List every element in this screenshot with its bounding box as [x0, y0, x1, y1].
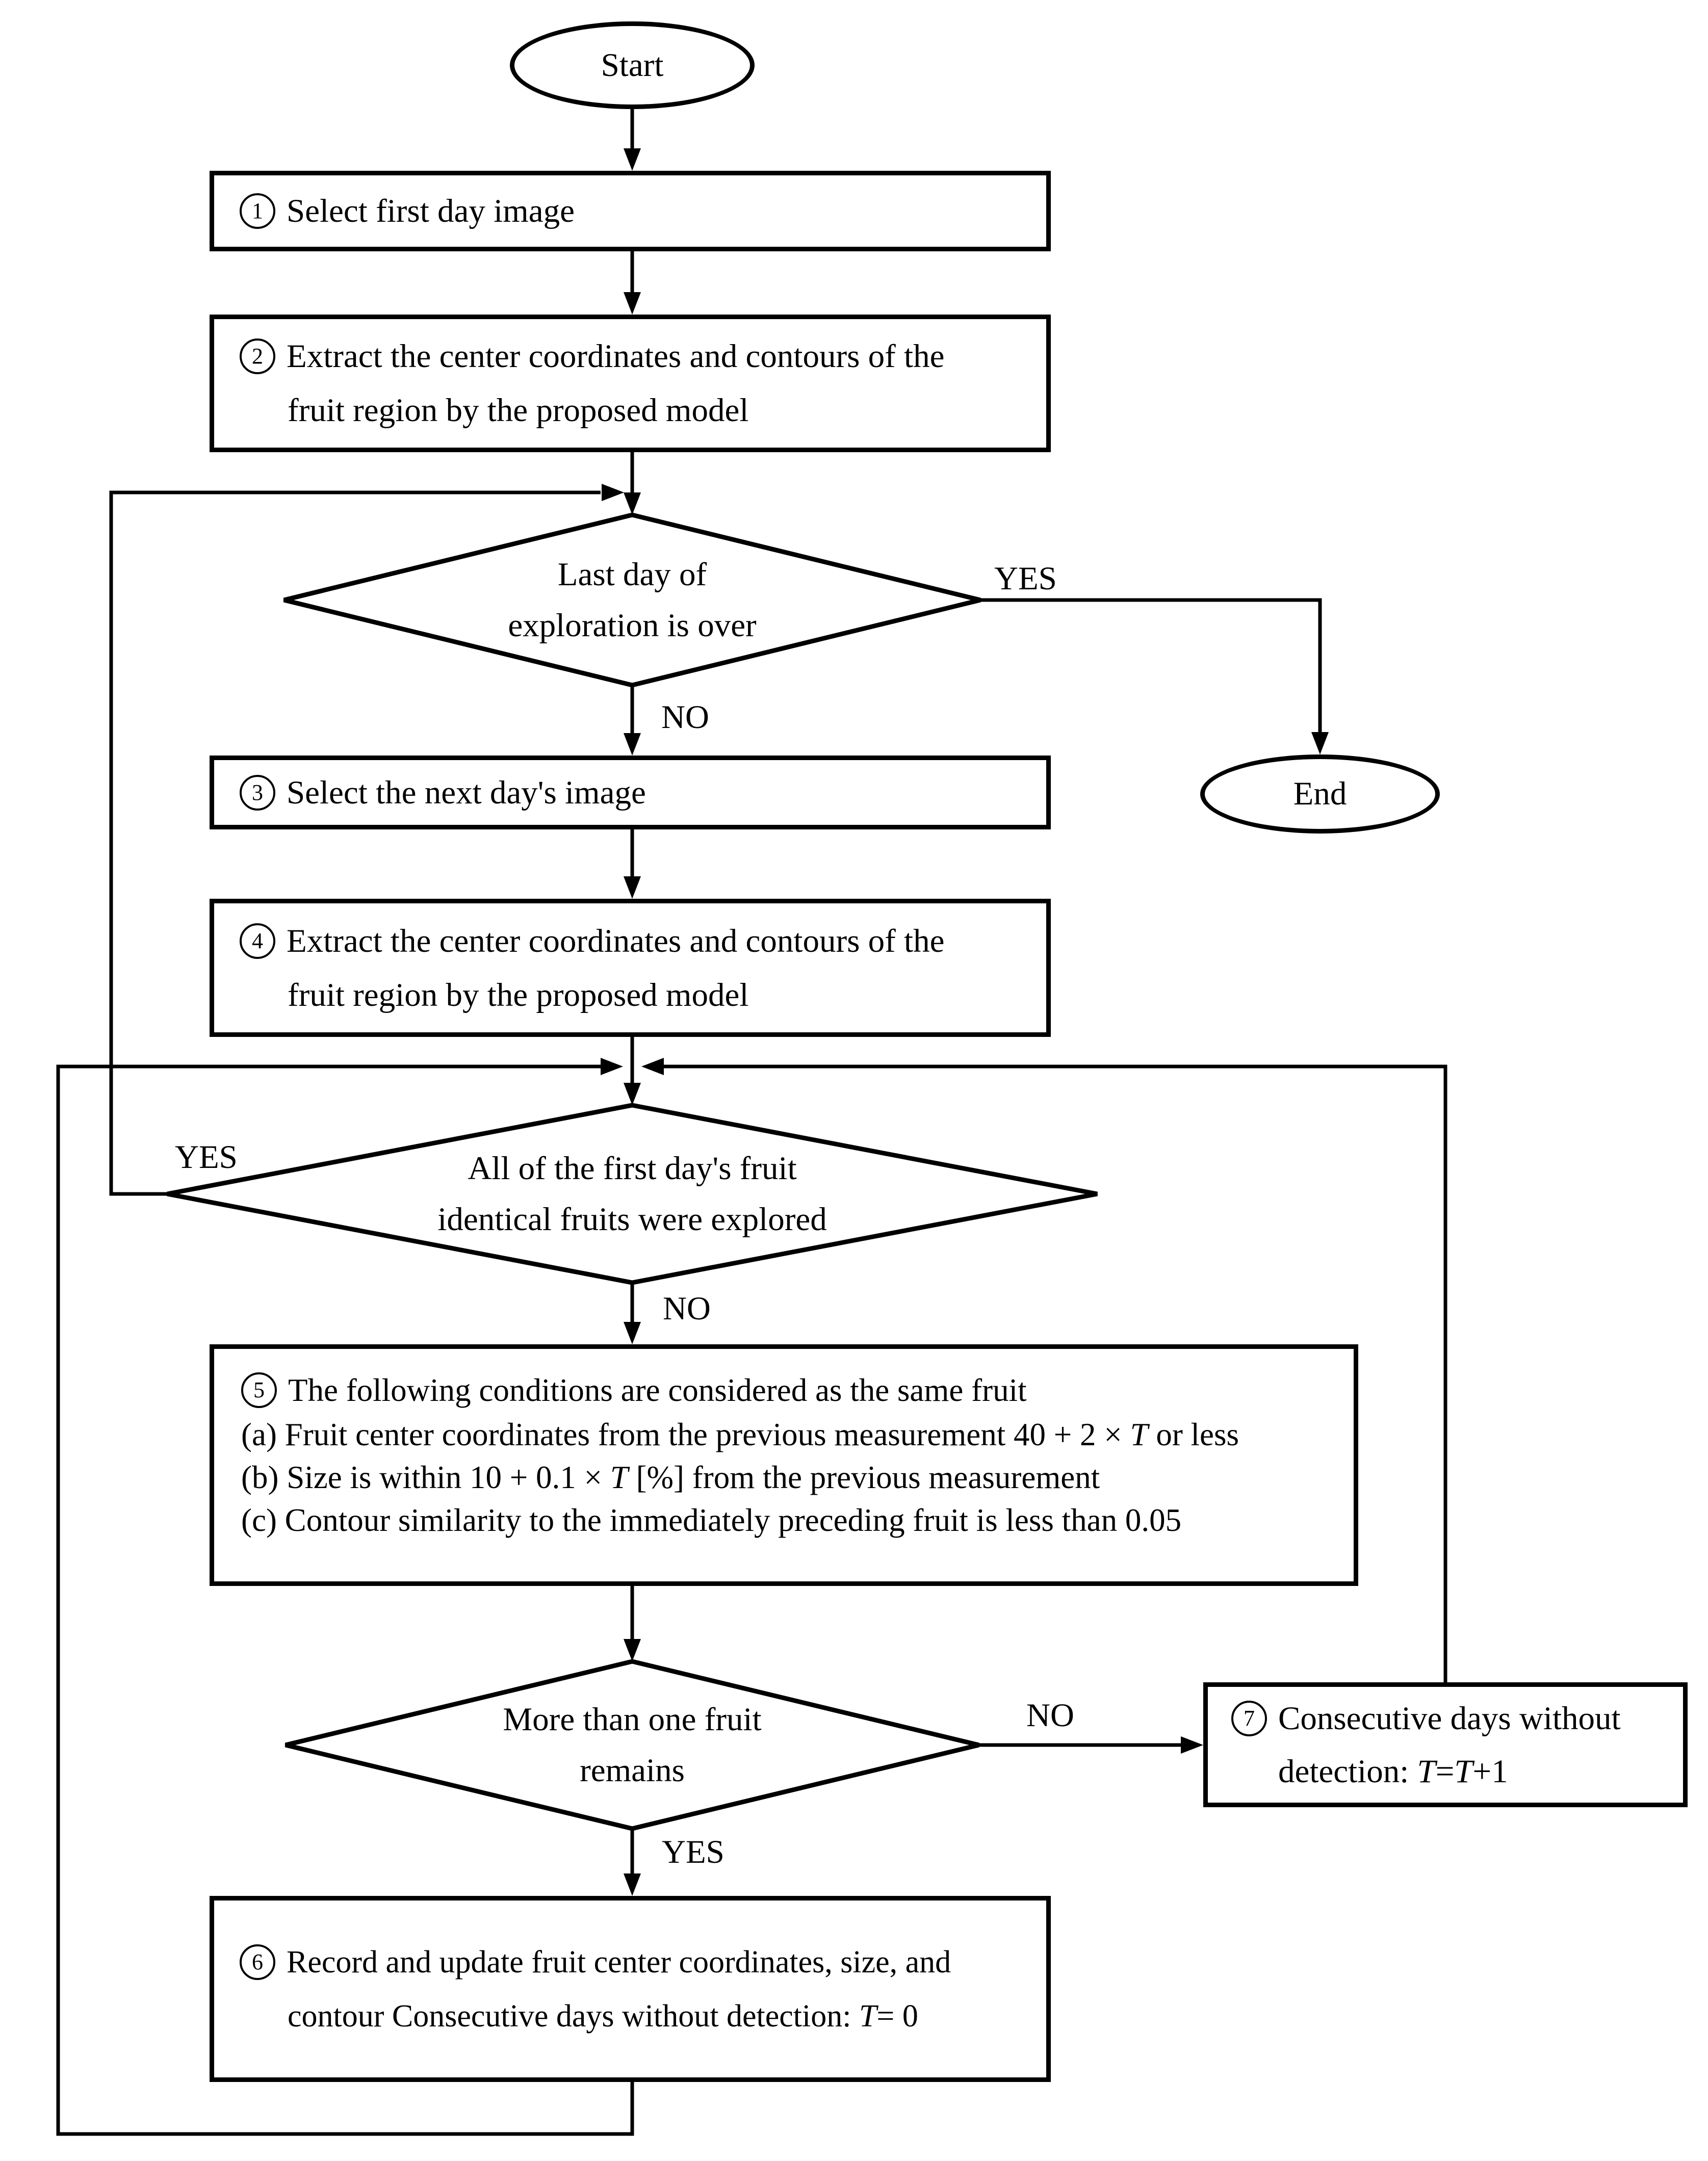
box-select-next-day: 3 Select the next day's image	[210, 756, 1051, 829]
decision2-yes-label: YES	[175, 1139, 238, 1176]
decision3-no-label: NO	[1026, 1697, 1074, 1734]
box6-line1: Record and update fruit center coordinat…	[287, 1944, 951, 1980]
arrowhead-into-box3	[624, 733, 641, 756]
arrowhead-into-end	[1311, 732, 1329, 754]
decision2-diamond	[167, 1103, 1098, 1285]
step-number-badge: 7	[1231, 1700, 1267, 1736]
decision3-diamond	[284, 1659, 980, 1831]
step-number-badge: 6	[240, 1944, 275, 1980]
box5-condition-b: (b) Size is within 10 + 0.1 × T [%] from…	[241, 1460, 1100, 1495]
box-extract-next: 4 Extract the center coordinates and con…	[210, 899, 1051, 1037]
box-same-fruit-conditions: 5 The following conditions are considere…	[210, 1344, 1358, 1586]
box-select-first-day: 1 Select first day image	[210, 171, 1051, 251]
start-label: Start	[601, 46, 664, 84]
decision2-text: All of the first day's fruit identical f…	[275, 1143, 989, 1245]
start-terminator: Start	[510, 21, 755, 109]
box-record-update: 6 Record and update fruit center coordin…	[210, 1896, 1051, 2082]
arrowhead-into-decision2	[624, 1083, 641, 1105]
edge-loop-yes2	[109, 490, 601, 1196]
box2-line1: Extract the center coordinates and conto…	[287, 338, 945, 375]
box-extract-first: 2 Extract the center coordinates and con…	[210, 315, 1051, 452]
box5-condition-a: (a) Fruit center coordinates from the pr…	[241, 1417, 1239, 1452]
arrowhead-into-box2	[624, 292, 641, 315]
edge-loop-box7	[664, 1064, 1447, 1682]
decision1-yes-label: YES	[994, 560, 1057, 597]
step-number-badge: 5	[241, 1372, 277, 1408]
box7-line1: Consecutive days without	[1278, 1700, 1621, 1737]
arrowhead-into-box4	[624, 876, 641, 899]
decision3-text: More than one fruit remains	[301, 1694, 964, 1796]
decision3-line1: More than one fruit	[503, 1701, 762, 1738]
edge-loop-box6	[56, 1064, 634, 2136]
decision1-no-label: NO	[661, 699, 709, 736]
arrowhead-into-box5	[624, 1322, 641, 1344]
end-label: End	[1293, 775, 1347, 812]
end-terminator: End	[1200, 754, 1440, 834]
box4-line1: Extract the center coordinates and conto…	[287, 922, 945, 959]
edge-decision1-end	[980, 598, 1322, 732]
decision1-text: Last day of exploration is over	[301, 549, 964, 651]
arrowhead-loop7-into-decision2	[641, 1058, 664, 1075]
decision2-no-label: NO	[663, 1290, 711, 1327]
arrowhead-loop-into-decision1	[602, 484, 624, 501]
decision1-line1: Last day of	[557, 556, 707, 593]
step-number-badge: 4	[240, 923, 275, 959]
box4-line2: fruit region by the proposed model	[288, 976, 749, 1013]
box7-line2: detection: T=T+1	[1278, 1753, 1508, 1790]
arrowhead-into-box6	[624, 1873, 641, 1896]
decision1-diamond	[283, 512, 981, 688]
box5-title: The following conditions are considered …	[288, 1372, 1027, 1408]
box-no-detection-increment: 7 Consecutive days without detection: T=…	[1203, 1682, 1688, 1807]
decision3-yes-label: YES	[662, 1834, 724, 1870]
decision1-line2: exploration is over	[508, 607, 757, 644]
box6-line2: contour Consecutive days without detecti…	[288, 1998, 918, 2034]
decision2-line2: identical fruits were explored	[437, 1201, 827, 1238]
arrowhead-into-decision3	[624, 1639, 641, 1661]
step-number-badge: 3	[240, 774, 275, 811]
box2-line2: fruit region by the proposed model	[288, 392, 749, 429]
box1-text: Select first day image	[287, 193, 575, 229]
step-number-badge: 1	[240, 193, 275, 229]
decision2-line1: All of the first day's fruit	[468, 1150, 797, 1187]
arrowhead-into-decision1	[624, 492, 641, 515]
arrowhead-into-box7	[1181, 1736, 1203, 1754]
arrowhead-into-box1	[624, 148, 641, 171]
box3-text: Select the next day's image	[287, 774, 646, 811]
decision3-line2: remains	[580, 1752, 685, 1789]
box5-condition-c: (c) Contour similarity to the immediatel…	[241, 1502, 1182, 1538]
arrowhead-loop6-into-decision2	[601, 1058, 623, 1075]
step-number-badge: 2	[240, 339, 275, 374]
